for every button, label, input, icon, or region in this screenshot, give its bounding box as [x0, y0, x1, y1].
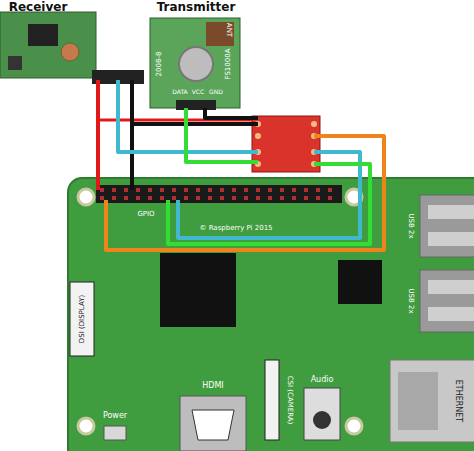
receiver-chip: [28, 24, 58, 46]
power-port: [104, 426, 126, 440]
audio-jack: [304, 388, 340, 440]
receiver-pot: [61, 43, 79, 61]
receiver-coil: [8, 56, 22, 70]
header-label: GPIO: [137, 211, 154, 218]
usb-chip: [338, 260, 382, 304]
port-label: ETHERNET: [454, 380, 462, 423]
audio-hole: [313, 411, 331, 429]
csi-connector: [265, 360, 279, 440]
ethernet-port: [390, 360, 474, 442]
gpio-pins: [100, 188, 332, 200]
soc-chip: [160, 253, 236, 327]
marking: 2008-8: [156, 52, 163, 77]
pi-board: [68, 178, 474, 451]
usb-ports: [420, 195, 474, 332]
level-shifter: [252, 116, 320, 172]
pin-name: GND: [209, 89, 223, 95]
module: Receiver: [0, 0, 100, 80]
ethernet-socket: [398, 372, 438, 430]
wires: [98, 80, 384, 250]
transmitter-pcb: [150, 18, 240, 108]
receiver-pcb: [0, 12, 96, 78]
hdmi-port: [180, 396, 246, 451]
transmitter-coil: [206, 22, 234, 46]
port-label: Power: [103, 412, 127, 420]
pin-name: VCC: [192, 89, 204, 95]
module-title: Receiver: [9, 1, 68, 13]
pin-name: ANT: [225, 23, 232, 37]
port-label: USB 2x: [407, 213, 414, 238]
transmitter-crystal: [179, 47, 213, 81]
pin-name: DATA: [172, 89, 187, 95]
copyright: © Raspberry Pi 2015: [199, 225, 272, 232]
hdmi-socket: [192, 410, 234, 440]
transmitter-header: [176, 100, 216, 110]
module: TransmitterFS1000A ANT 2008-8DATA VCC GND: [148, 0, 244, 112]
part-number: FS1000A: [225, 49, 232, 80]
port-label: HDMI: [202, 382, 223, 390]
port-label: Audio: [311, 376, 334, 384]
dsi-connector: [70, 282, 94, 356]
level-shifter-pads: [255, 121, 317, 167]
connector-label: CSI (CAMERA): [286, 376, 293, 425]
connector-label: DSI (DISPLAY): [79, 295, 86, 343]
module-title: Transmitter: [157, 1, 236, 13]
port-label: USB 2x: [407, 288, 414, 313]
